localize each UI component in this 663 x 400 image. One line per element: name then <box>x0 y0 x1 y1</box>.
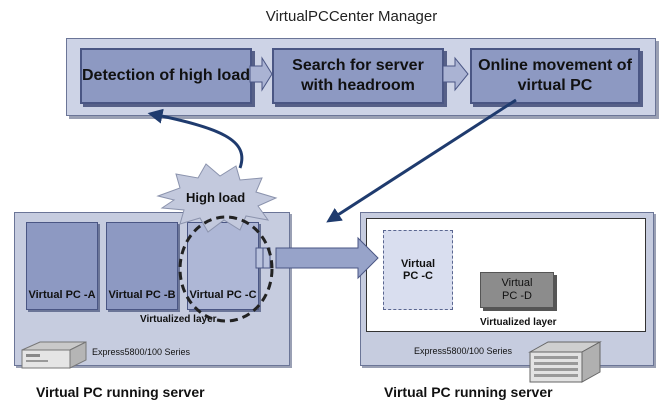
chevron-arrow-1 <box>249 56 273 92</box>
left-vpc-a: Virtual PC -A <box>26 222 98 310</box>
step-detection: Detection of high load <box>80 48 252 104</box>
left-vpc-c-label: Virtual PC -C <box>189 289 257 301</box>
right-vpc-c-label: Virtual PC -C <box>400 258 436 282</box>
left-vpc-b-label: Virtual PC -B <box>108 289 176 301</box>
high-load-burst <box>156 163 278 233</box>
left-model-label: Express5800/100 Series <box>92 347 191 357</box>
right-vpc-c: Virtual PC -C <box>383 230 453 310</box>
alert-arrow <box>147 108 244 169</box>
left-server-caption: Virtual PC running server <box>36 384 205 400</box>
move-command-arrow <box>326 98 517 223</box>
right-server-caption: Virtual PC running server <box>384 384 553 400</box>
right-vpc-d-label: Virtual PC -D <box>501 277 533 302</box>
right-model-label: Express5800/100 Series <box>414 346 513 356</box>
high-load-highlight <box>178 215 274 323</box>
left-vpc-a-label: Virtual PC -A <box>28 289 96 301</box>
step-search: Search for server with headroom <box>272 48 444 104</box>
right-server-tower-icon <box>528 341 602 383</box>
manager-title: VirtualPCCenter Manager <box>265 8 438 25</box>
left-vpc-c: Virtual PC -C <box>187 222 259 310</box>
left-server-appliance-icon <box>21 341 87 369</box>
high-load-label: High load <box>186 190 246 205</box>
left-layer-label: Virtualized layer <box>140 314 217 325</box>
left-vpc-b: Virtual PC -B <box>106 222 178 310</box>
right-vpc-d: Virtual PC -D <box>480 272 554 308</box>
chevron-arrow-2 <box>442 56 469 92</box>
right-layer-label: Virtualized layer <box>480 317 557 328</box>
migration-arrow <box>275 236 379 280</box>
step-movement: Online movement of virtual PC <box>470 48 640 104</box>
